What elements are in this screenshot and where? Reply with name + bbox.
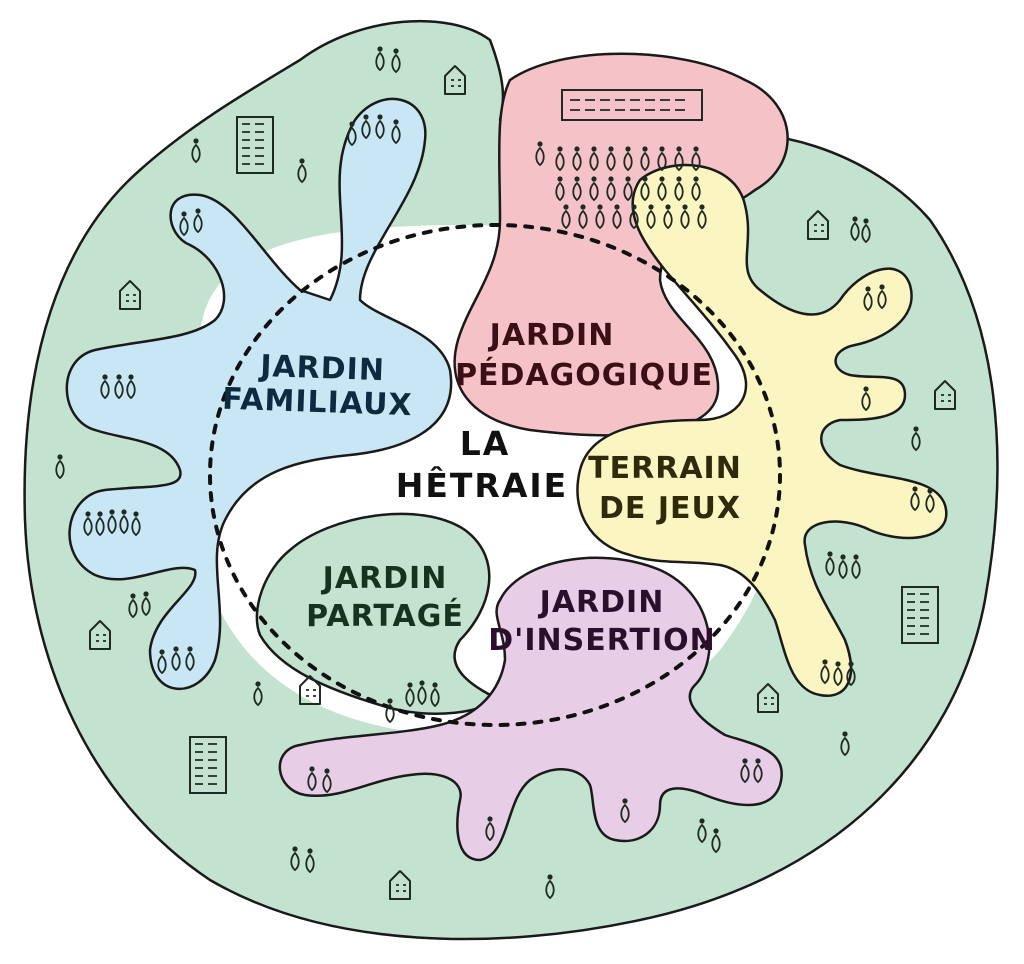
- label-jardin-insertion: JARDIN D'INSERTION: [488, 585, 715, 658]
- school-sign-icon: [561, 89, 703, 121]
- label-terrain-de-jeux: TERRAIN DE JEUX: [588, 451, 742, 526]
- label-hetraie-line2: HÊTRAIE: [396, 465, 568, 505]
- label-pedagogique-line2: PÉDAGOGIQUE: [455, 357, 713, 393]
- label-la-hetraie: LA HÊTRAIE: [396, 424, 568, 505]
- label-hetraie-line1: LA: [460, 424, 511, 463]
- label-pedagogique-line1: JARDIN: [488, 318, 615, 353]
- label-jardin-pedagogique: JARDIN PÉDAGOGIQUE: [455, 318, 713, 393]
- label-familiaux-line1: JARDIN: [258, 349, 386, 388]
- label-jardin-familiaux: JARDIN FAMILIAUX: [222, 349, 413, 424]
- label-partage-line1: JARDIN: [321, 561, 448, 596]
- label-partage-line2: PARTAGÉ: [306, 598, 464, 634]
- label-jeux-line2: DE JEUX: [599, 491, 741, 526]
- label-familiaux-line2: FAMILIAUX: [222, 382, 413, 424]
- zone-jardin-familiaux: [65, 97, 453, 690]
- label-insertion-line1: JARDIN: [538, 585, 665, 620]
- label-jardin-partage: JARDIN PARTAGÉ: [306, 561, 464, 634]
- label-insertion-line2: D'INSERTION: [488, 623, 715, 658]
- zone-terrain-de-jeux: [576, 163, 948, 697]
- label-jeux-line1: TERRAIN: [588, 451, 742, 486]
- zone-jardin-insertion: [278, 556, 783, 862]
- hetraie-boundary: [208, 223, 782, 727]
